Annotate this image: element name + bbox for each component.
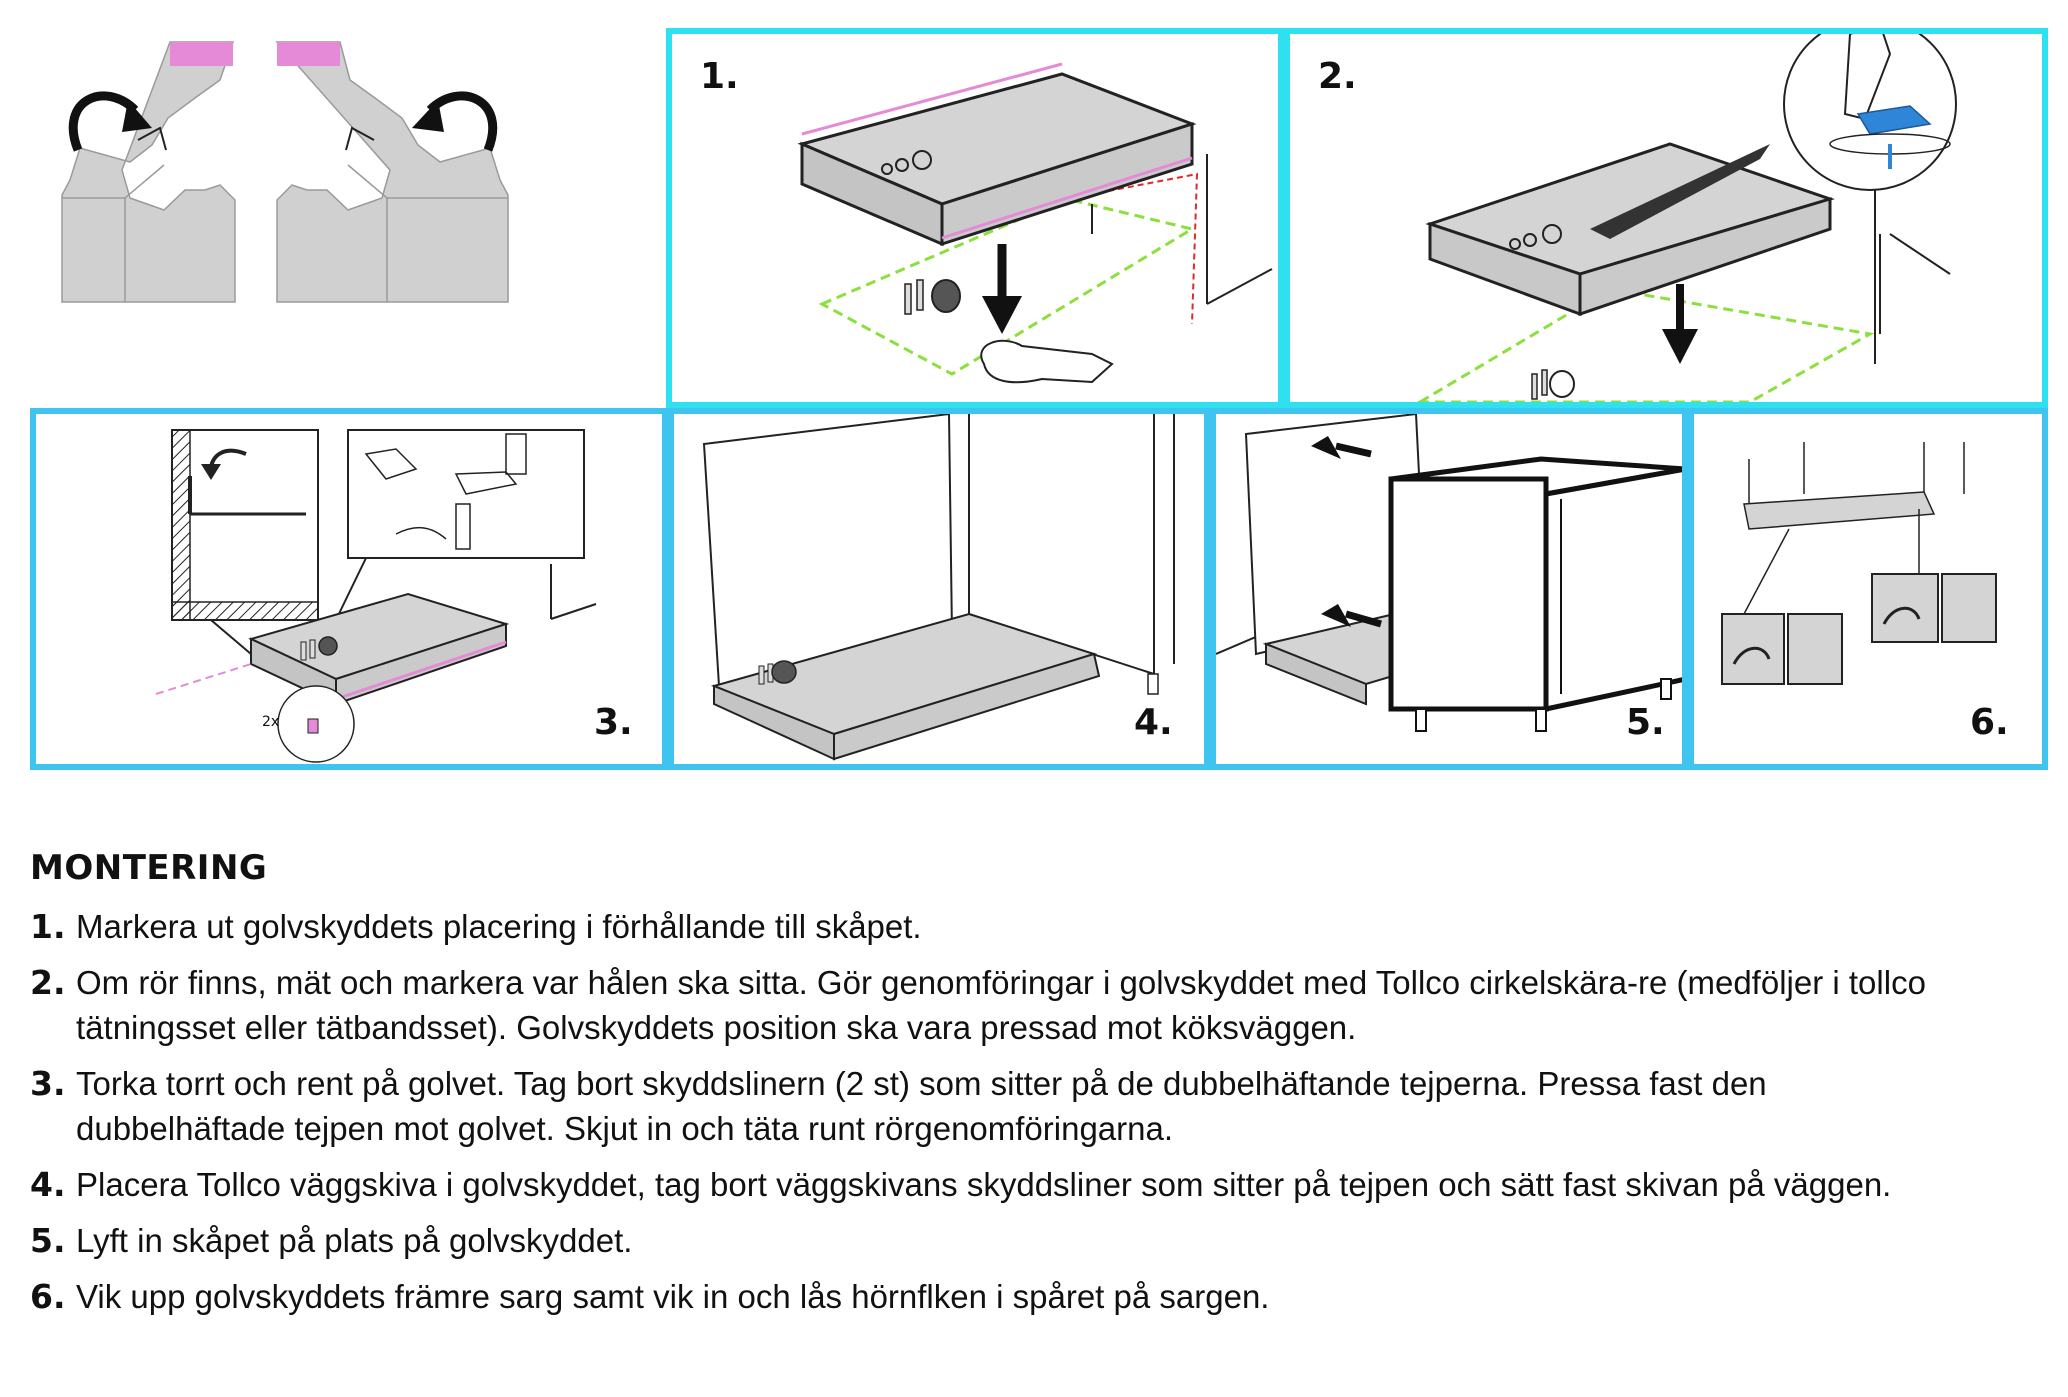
corner-fold-diagram [61, 41, 509, 303]
cloth-hand-icon [980, 339, 1114, 384]
corner-lock-illustration [1721, 442, 1997, 685]
instruction-text: Markera ut golvskyddets placering i förh… [76, 908, 922, 945]
push-arrow-icon [1345, 610, 1382, 628]
fold-arrow-icon [426, 91, 498, 152]
step-number-4: 4. [1134, 702, 1173, 743]
wall-corner-detail [171, 429, 319, 621]
tape-count-label: 2x [262, 714, 280, 730]
instructions-heading: MONTERING [30, 848, 268, 888]
step-number-6: 6. [1970, 702, 2009, 743]
fold-arrow-icon [1732, 646, 1771, 665]
instructions-section: MONTERING 1. Markera ut golvskyddets pla… [30, 848, 2020, 1330]
instruction-step-4: 4. Placera Tollco väggskiva i golvskydde… [30, 1162, 1916, 1207]
cabinet-placement-illustration [1216, 414, 1682, 732]
push-arrow-icon [1335, 442, 1372, 458]
instruction-text: Om rör finns, mät och markera var hålen … [76, 964, 1926, 1046]
instruction-step-1: 1. Markera ut golvskyddets placering i f… [30, 904, 2020, 949]
tray-placement-illustration [797, 62, 1273, 384]
step-panel-1: 1. [666, 28, 1284, 408]
instruction-number: 6. [30, 1277, 66, 1316]
instruction-text: Torka torrt och rent på golvet. Tag bort… [76, 1065, 1767, 1147]
tray-hole-cutting-illustration [1417, 34, 1957, 402]
fold-arrow-icon [1882, 606, 1921, 625]
fold-arrow-icon [68, 91, 139, 152]
instruction-text: Lyft in skåpet på plats på golvskyddet. [76, 1222, 633, 1259]
step-panel-2: 2. [1284, 28, 2048, 408]
step-number-5: 5. [1626, 702, 1665, 743]
left-fold-sheet [61, 41, 236, 303]
instruction-step-2: 2. Om rör finns, mät och markera var hål… [30, 960, 1976, 1050]
step-number-3: 3. [594, 702, 633, 743]
circle-cutter-icon [1783, 34, 1957, 191]
step-number-2: 2. [1318, 56, 1357, 97]
step-panel-4: 4. [668, 408, 1210, 770]
instruction-number: 4. [30, 1165, 66, 1204]
instruction-text: Vik upp golvskyddets främre sarg samt vi… [76, 1278, 1270, 1315]
step-panel-3: 2x 3. [30, 408, 668, 770]
wall-board-illustration [702, 414, 1175, 761]
fold-arrow-head-icon [122, 100, 152, 132]
tape-fixing-illustration [155, 429, 597, 763]
instruction-text: Placera Tollco väggskiva i golvskyddet, … [76, 1166, 1892, 1203]
instruction-number: 3. [30, 1064, 66, 1103]
instruction-number: 1. [30, 907, 66, 946]
instruction-step-6: 6. Vik upp golvskyddets främre sarg samt… [30, 1274, 2020, 1319]
step-panel-5: 5. [1210, 408, 1688, 770]
arrow-down-head-icon [982, 296, 1022, 334]
instruction-number: 2. [30, 963, 66, 1002]
instruction-number: 5. [30, 1221, 66, 1260]
arrow-down-head-icon [1662, 329, 1698, 364]
instruction-step-5: 5. Lyft in skåpet på plats på golvskydde… [30, 1218, 2020, 1263]
right-fold-sheet [275, 41, 509, 303]
sealing-steps-detail [347, 429, 585, 559]
step-number-1: 1. [700, 56, 739, 97]
step-panel-6: 6. [1688, 408, 2048, 770]
instruction-step-3: 3. Torka torrt och rent på golvet. Tag b… [30, 1061, 1836, 1151]
fold-arrow-head-icon [412, 100, 444, 132]
